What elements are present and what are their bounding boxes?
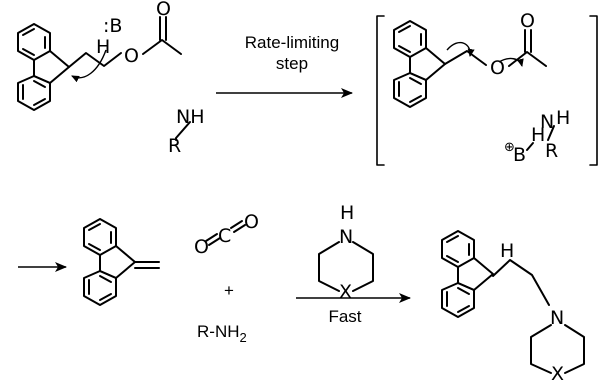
h-atom-label: H [96, 36, 110, 58]
rate-limiting-label-line1: Rate-limiting [245, 33, 339, 52]
rate-limiting-arrow: Rate-limiting step [216, 33, 353, 98]
base-label: :B [103, 15, 122, 37]
co2-and-amine: O C O + R-NH2 [194, 211, 259, 345]
piperidine-n-label: N [339, 226, 353, 248]
co2-oxygen-1: O [194, 236, 209, 258]
intermediate-n-label: N [540, 111, 554, 133]
plus-sign: + [224, 281, 234, 300]
carbanion-intermediate: O O N H R ⊕ B H [376, 10, 598, 166]
adduct-n-label: N [550, 307, 564, 329]
adduct-h-label: H [500, 240, 514, 262]
intermediate-r-label: R [545, 140, 558, 162]
intermediate-carbonyl-oxygen: O [520, 10, 535, 32]
fmoc-carbamate-molecule: H :B O O NH R [17, 0, 205, 157]
co2-carbon: C [218, 225, 231, 247]
co2-oxygen-2: O [244, 211, 259, 233]
piperidine-dbf-adduct: H N X [441, 230, 585, 380]
dibenzofulvene-molecule [83, 218, 160, 306]
r-group-label: R [168, 135, 181, 157]
intermediate-nh-h-label: H [556, 107, 570, 129]
adduct-x-label: X [551, 363, 564, 380]
nh-label: NH [176, 106, 205, 128]
amine-label: R-NH2 [197, 322, 247, 345]
piperidine-x-label: X [339, 281, 352, 303]
intermediate-ester-oxygen: O [490, 57, 505, 79]
protonated-base-b: B [513, 144, 526, 166]
protonated-base-charge: ⊕ [504, 140, 515, 155]
rate-limiting-label-line2: step [276, 54, 308, 73]
piperidine-reagent: H N X [318, 202, 374, 303]
ester-oxygen-label: O [124, 45, 139, 67]
fast-label: Fast [328, 307, 361, 326]
piperidine-h-label: H [340, 202, 354, 224]
fast-arrow: Fast [296, 293, 411, 326]
protonated-base-h: H [531, 124, 545, 146]
carbonyl-oxygen-label: O [156, 0, 171, 20]
